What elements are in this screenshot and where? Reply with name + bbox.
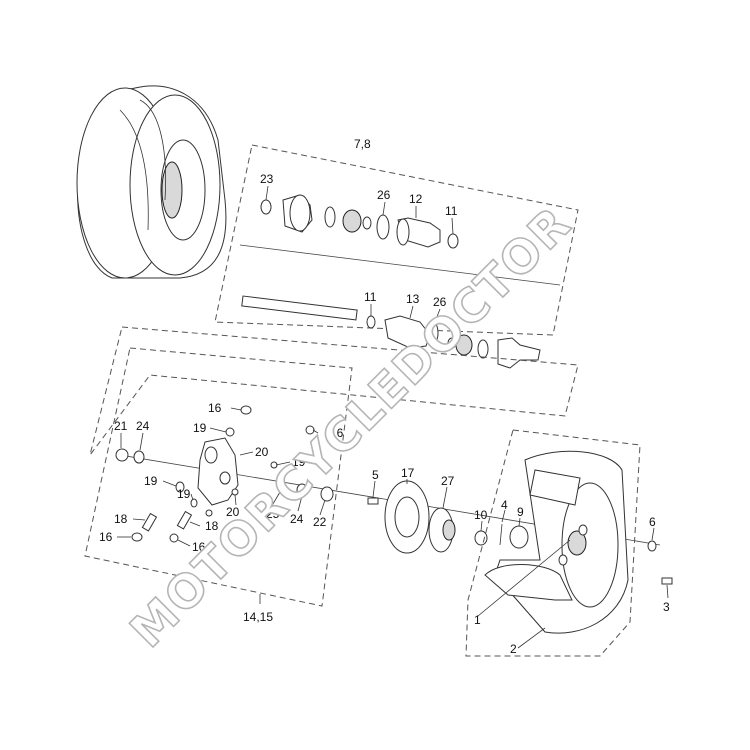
arm-hardware xyxy=(115,405,379,543)
callout-23: 23 xyxy=(260,172,274,186)
callout-24-b: 24 xyxy=(290,512,304,526)
drive-axle xyxy=(241,295,358,321)
callout-2: 2 xyxy=(510,642,517,656)
callout-3: 3 xyxy=(663,600,670,614)
callout-19-a: 19 xyxy=(193,421,207,435)
driveshaft-group-label: 7,8 xyxy=(354,137,371,151)
brake-disc-17 xyxy=(384,480,430,554)
wheel-frame xyxy=(465,429,641,657)
wheel-hub-27 xyxy=(428,507,456,553)
snap-ring xyxy=(324,206,336,228)
callout-1: 1 xyxy=(474,613,481,627)
callout-9: 9 xyxy=(517,505,524,519)
callout-27: 27 xyxy=(441,474,455,488)
callout-18-a: 18 xyxy=(114,512,128,526)
circlip-23 xyxy=(260,199,272,215)
lower-driveshaft-components xyxy=(241,295,541,369)
steering-knuckle xyxy=(197,437,239,506)
callout-5: 5 xyxy=(372,468,379,482)
bearing-cage xyxy=(342,209,362,233)
rear-wheel xyxy=(484,450,673,634)
callout-25: 25 xyxy=(266,507,280,521)
callout-11-lower: 11 xyxy=(364,290,377,304)
callout-12: 12 xyxy=(409,192,423,206)
cap-9 xyxy=(509,525,529,549)
boot-clamp-26-upper xyxy=(376,214,390,240)
clamp-11-lower xyxy=(366,315,376,329)
arm-assembly-frame xyxy=(84,347,353,607)
callout-20-a: 20 xyxy=(255,445,269,459)
callout-26-upper: 26 xyxy=(377,188,391,202)
callout-19-c: 19 xyxy=(144,474,158,488)
upper-driveshaft-components xyxy=(260,194,459,249)
arm-outer-frame xyxy=(89,326,579,456)
callout-22: 22 xyxy=(313,515,327,529)
callout-18-b: 18 xyxy=(205,519,219,533)
cotter-pin-4 xyxy=(499,523,503,546)
arm-assembly-group-label: 14,15 xyxy=(243,610,273,624)
callout-16-d: 16 xyxy=(192,540,206,554)
callout-10: 10 xyxy=(474,508,488,522)
driveshaft-axis-upper xyxy=(239,244,561,286)
callout-19-d: 19 xyxy=(177,487,191,501)
callout-26-lower: 26 xyxy=(433,295,447,309)
callout-16-a: 16 xyxy=(208,401,222,415)
cv-joint-outer xyxy=(497,337,541,369)
axle-nut-10 xyxy=(474,530,488,546)
callout-11-upper: 11 xyxy=(445,204,458,218)
callout-13: 13 xyxy=(406,292,420,306)
callout-17: 17 xyxy=(401,466,415,480)
front-tire xyxy=(76,85,227,279)
callout-24-a: 24 xyxy=(136,419,150,433)
clamp-11-upper xyxy=(447,233,459,249)
callout-21: 21 xyxy=(114,419,128,433)
callout-16-c: 16 xyxy=(99,530,113,544)
callout-16-b: 16 xyxy=(330,426,344,440)
boot-clamp-26-lower xyxy=(425,320,439,346)
driveshaft-frame xyxy=(214,144,579,336)
callout-20-b: 20 xyxy=(226,505,240,519)
callouts: 23 26 12 11 11 13 26 16 19 16 20 19 21 2… xyxy=(99,172,670,656)
callout-6: 6 xyxy=(649,515,656,529)
callout-4: 4 xyxy=(501,498,508,512)
callout-19-b: 19 xyxy=(292,455,306,469)
leader-lines xyxy=(117,185,669,649)
